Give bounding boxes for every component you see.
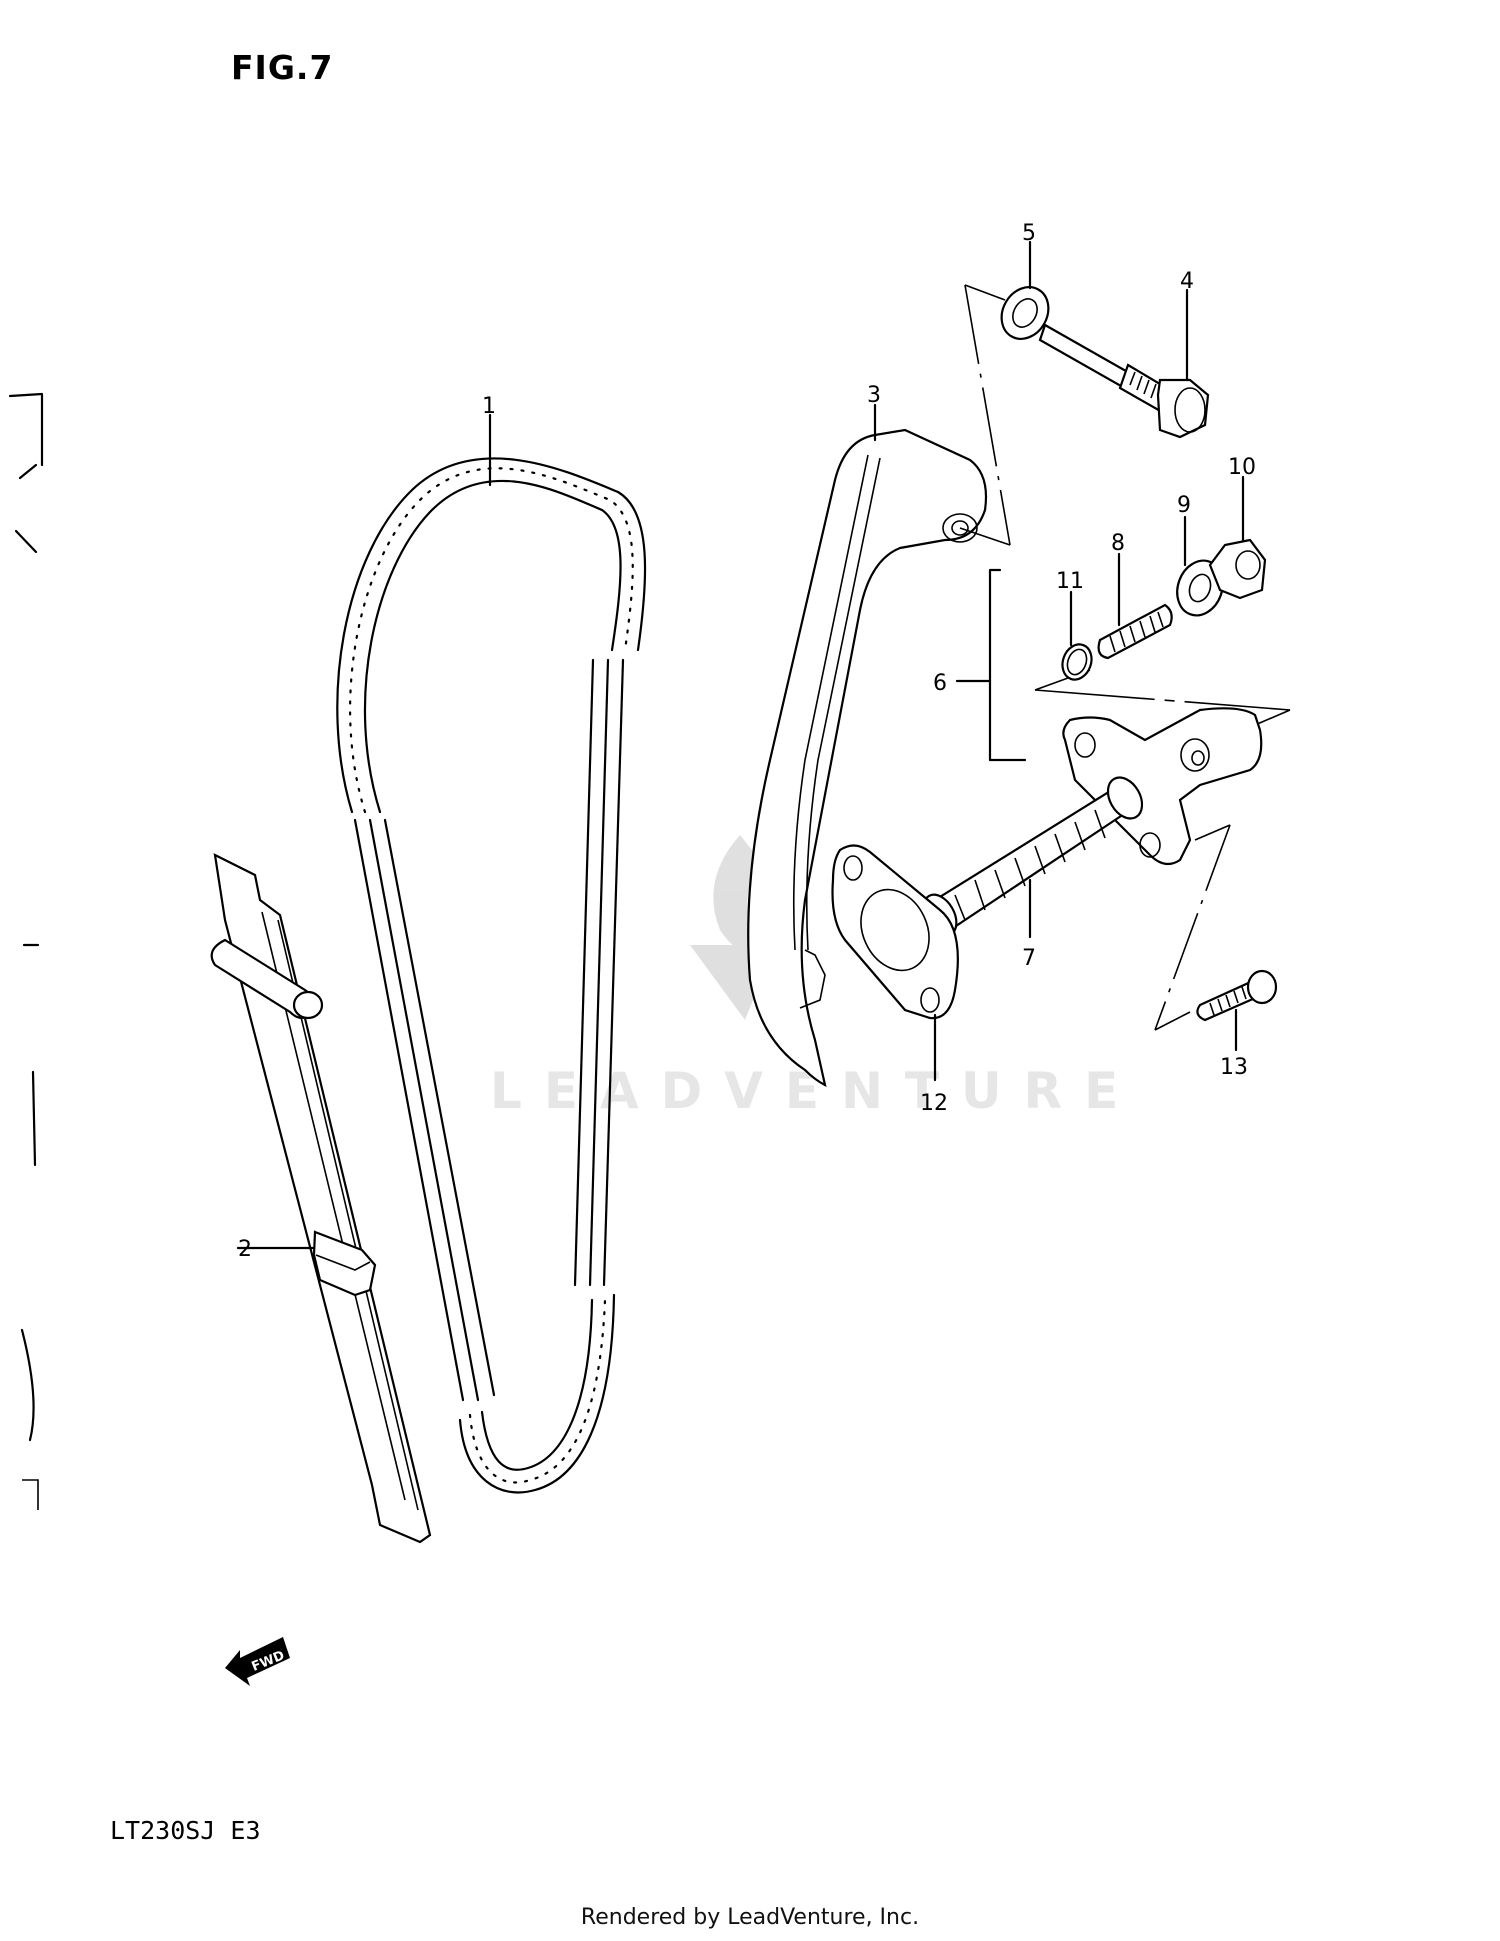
part-5-washer [1000, 286, 1050, 340]
callout-leaders [488, 240, 1245, 1082]
assembly-guide-lines [959, 284, 1291, 1031]
part-7-spring-plunger [922, 776, 1144, 937]
callout-10: 10 [1228, 455, 1256, 480]
part-13-bolt [1196, 969, 1278, 1022]
callout-4: 4 [1180, 269, 1194, 294]
model-code: LT230SJ E3 [110, 1816, 261, 1845]
part-12-gasket [831, 844, 959, 1020]
part-2-chain-guide [210, 853, 432, 1544]
part-7-tensioner-body [1062, 707, 1263, 866]
callout-numbers: 1 2 3 4 5 6 7 8 9 10 11 12 13 [238, 221, 1256, 1262]
callout-8: 8 [1111, 531, 1125, 556]
part-10-nut [1208, 538, 1267, 600]
callout-11: 11 [1056, 569, 1084, 594]
part-3-tensioner-arm [747, 428, 988, 1088]
part-6-bracket [955, 568, 1027, 762]
callout-7: 7 [1022, 946, 1036, 971]
part-9-washer [1176, 559, 1224, 617]
figure-title: FIG.7 [231, 48, 334, 87]
callout-6: 6 [933, 671, 947, 696]
part-4-bolt [1038, 323, 1210, 439]
callout-13: 13 [1220, 1055, 1248, 1080]
callout-12: 12 [920, 1091, 948, 1116]
callout-3: 3 [867, 383, 881, 408]
callout-9: 9 [1177, 493, 1191, 518]
callout-2: 2 [238, 1237, 252, 1262]
part-1-cam-chain [336, 457, 647, 1494]
part-11-o-ring [1061, 643, 1093, 681]
fwd-arrow-icon: FWD [225, 1637, 290, 1686]
part-8-adjuster-screw [1097, 603, 1173, 660]
footer-credit: Rendered by LeadVenture, Inc. [580, 1905, 920, 1930]
scan-edge-marks [8, 392, 44, 1510]
callout-5: 5 [1022, 221, 1036, 246]
callout-1: 1 [482, 394, 496, 419]
